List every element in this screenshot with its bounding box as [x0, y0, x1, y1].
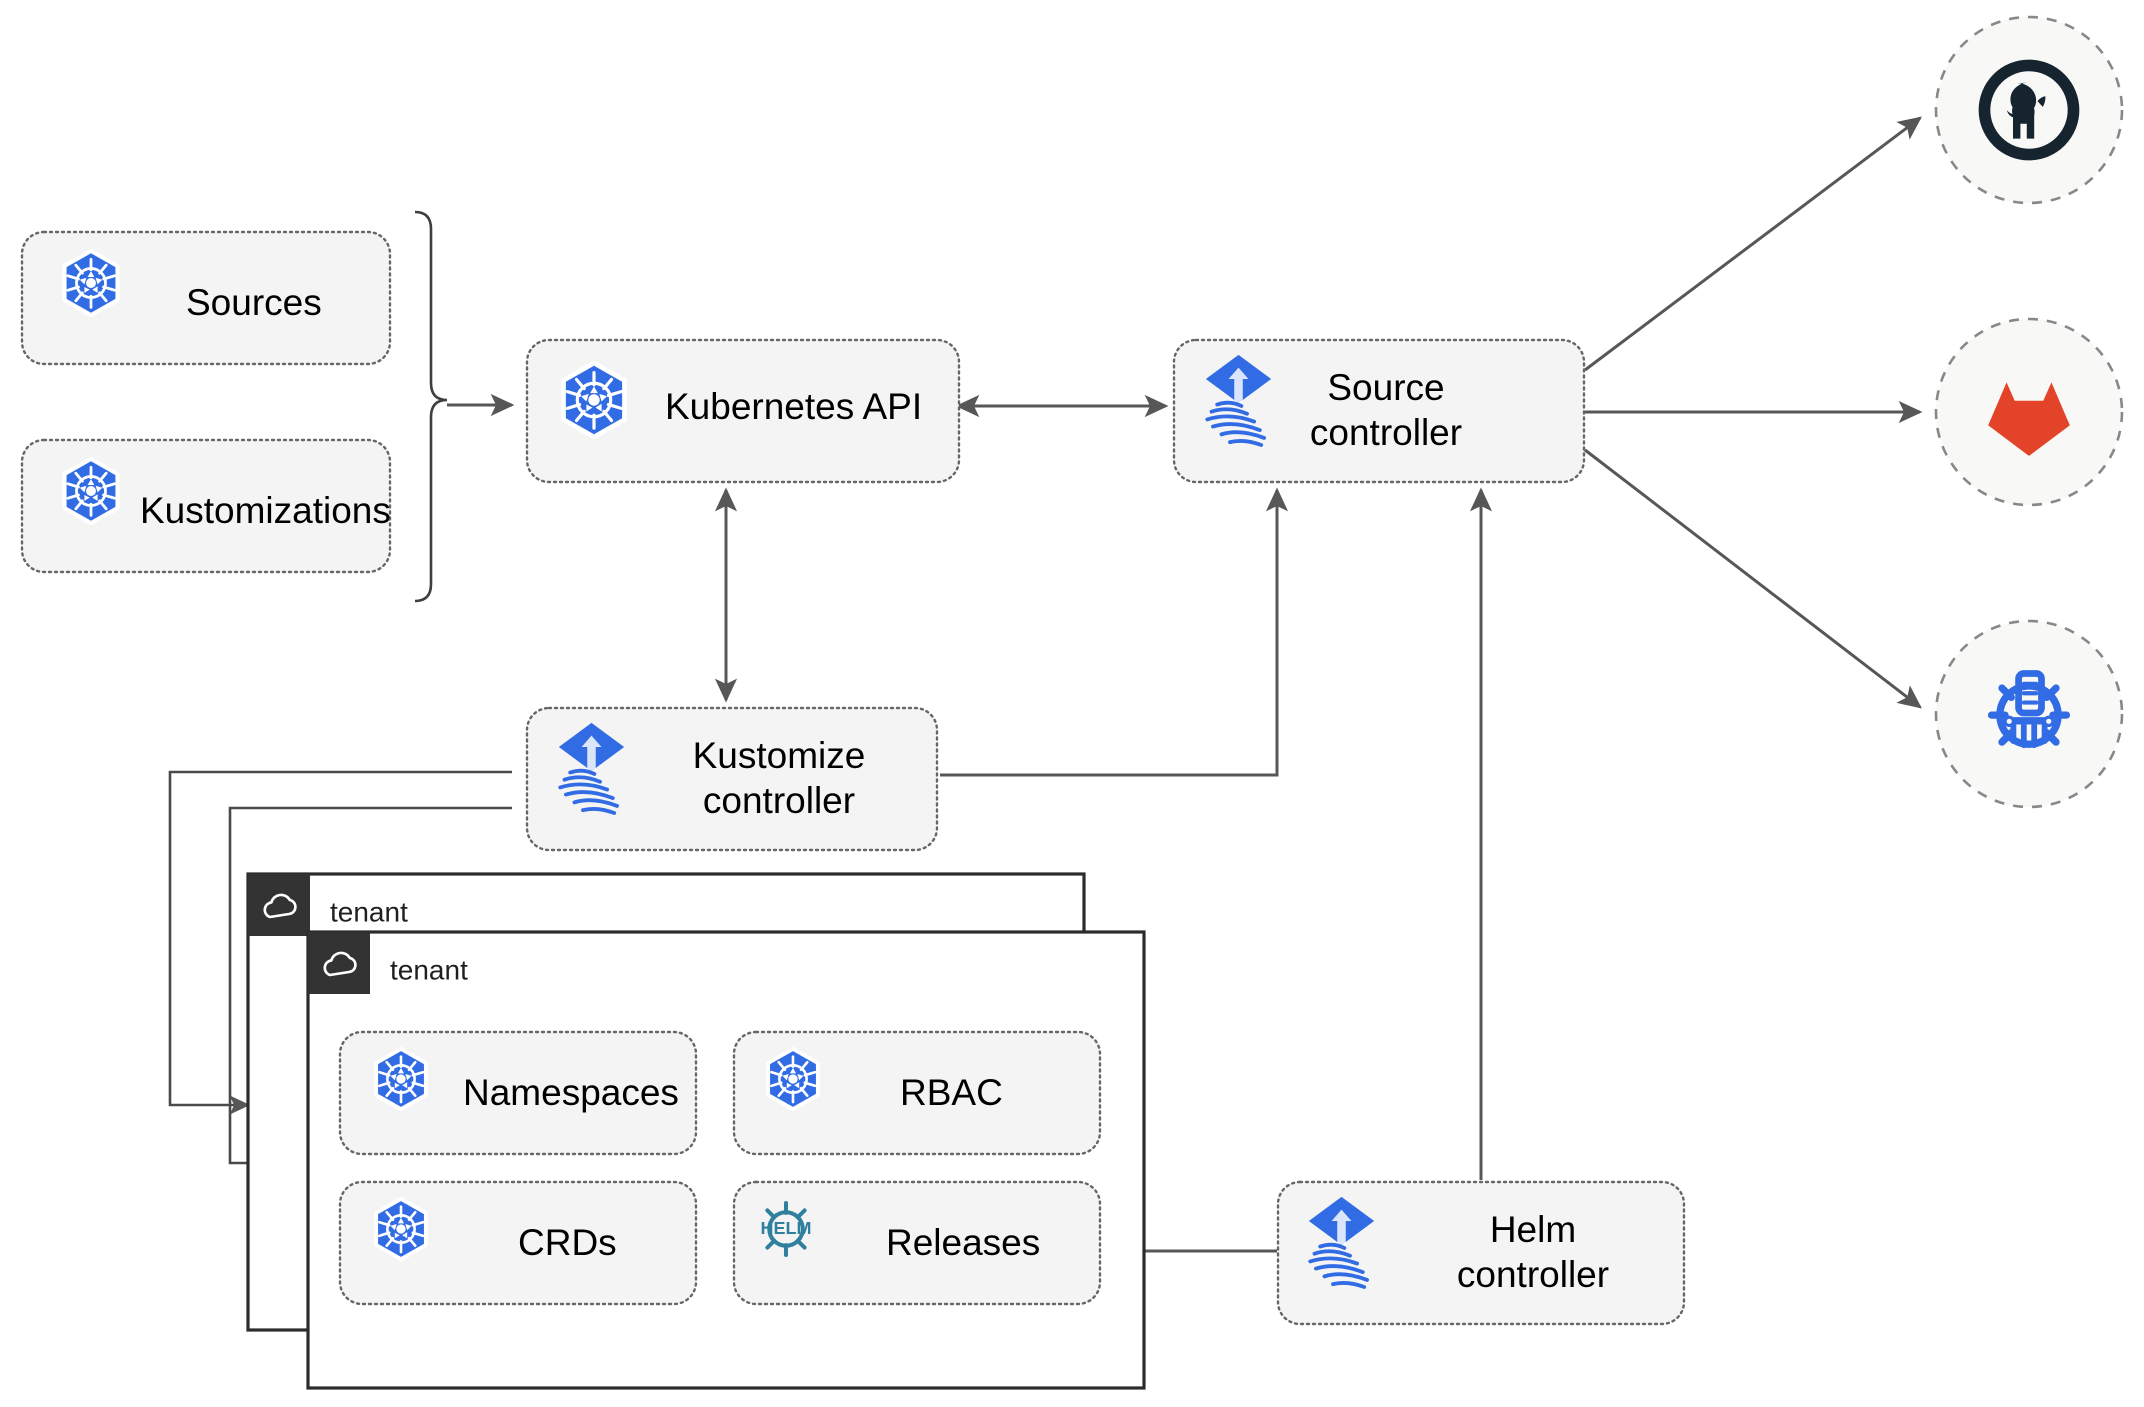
kubernetes-icon [65, 252, 116, 314]
node-source-controller-label-line1: Source [1327, 367, 1444, 408]
edge-source-to-github [1584, 116, 1922, 372]
edge-source-to-chart-repo [1584, 448, 1922, 709]
node-crds-label: CRDs [518, 1222, 617, 1263]
node-source-controller[interactable]: Source controller [1172, 338, 1586, 484]
tenant-tab-front [308, 932, 370, 994]
node-kubernetes-api-label: Kubernetes API [665, 386, 922, 427]
tenant-tab-back [248, 874, 310, 936]
kubernetes-icon [377, 1050, 425, 1108]
node-source-controller-label-line2: controller [1310, 412, 1462, 453]
node-kustomizations[interactable]: Kustomizations [20, 438, 392, 574]
node-releases[interactable]: Releases [732, 1180, 1102, 1306]
kubernetes-icon [377, 1200, 425, 1258]
tenant-label-back: tenant [330, 896, 408, 927]
node-helm-controller-label-line1: Helm [1490, 1209, 1576, 1250]
node-helm-controller[interactable]: Helm controller [1276, 1180, 1686, 1326]
tenant-container-front[interactable]: tenant [306, 930, 1146, 1390]
node-kubernetes-api[interactable]: Kubernetes API [525, 338, 961, 484]
node-namespaces-label: Namespaces [463, 1072, 679, 1113]
node-kustomize-controller-label-line1: Kustomize [693, 735, 866, 776]
node-crds[interactable]: CRDs [338, 1180, 698, 1306]
node-github[interactable] [1934, 15, 2124, 205]
node-sources-label: Sources [186, 282, 322, 323]
node-releases-label: Releases [886, 1222, 1040, 1263]
node-rbac[interactable]: RBAC [732, 1030, 1102, 1156]
tenant-label-front: tenant [390, 954, 468, 985]
node-kustomizations-label: Kustomizations [140, 490, 391, 531]
node-chart-repository[interactable] [1934, 619, 2124, 809]
kubernetes-icon [564, 364, 623, 435]
edge-kustomize-to-tenant-back [168, 770, 512, 1115]
node-sources[interactable]: Sources [20, 230, 392, 366]
sources-group-bracket [414, 210, 448, 603]
node-rbac-label: RBAC [900, 1072, 1003, 1113]
node-gitlab[interactable] [1934, 317, 2124, 507]
helm-icon [761, 1203, 812, 1255]
node-helm-controller-label-line2: controller [1457, 1254, 1609, 1295]
node-kustomize-controller[interactable]: Kustomize controller [525, 706, 939, 852]
kubernetes-icon [769, 1050, 817, 1108]
kubernetes-icon [65, 460, 116, 522]
node-kustomize-controller-label-line2: controller [703, 780, 855, 821]
node-namespaces[interactable]: Namespaces [338, 1030, 698, 1156]
cloud-icon [263, 893, 297, 919]
edge-kustomize-to-source [940, 487, 1289, 777]
cloud-icon [323, 951, 357, 977]
